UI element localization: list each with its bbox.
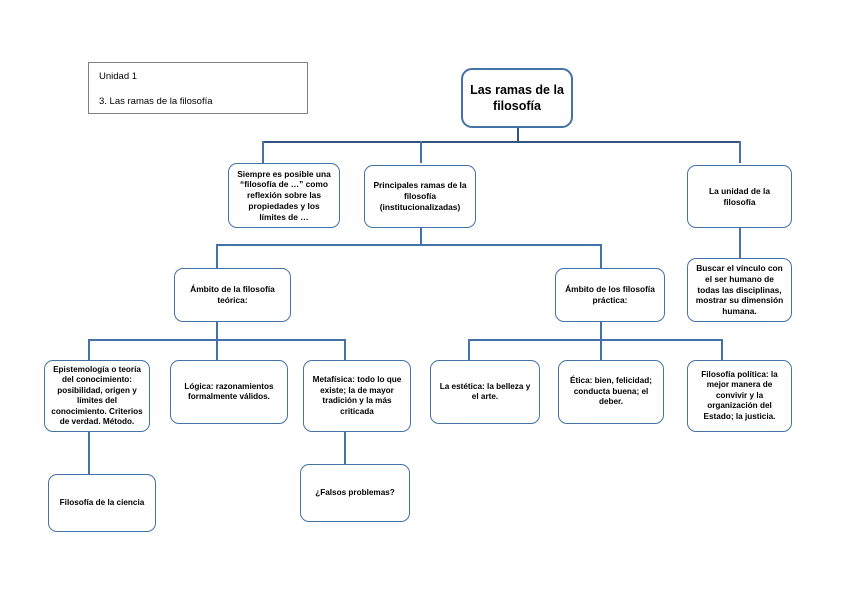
- node-filosofia-politica-label: Filosofía política: la mejor manera de c…: [701, 369, 778, 421]
- connector-to-siempre: [262, 141, 264, 163]
- node-logica-label: Lógica: razonamientos formalmente válido…: [184, 381, 274, 402]
- topic-label: 3. Las ramas de la filosofía: [99, 96, 213, 108]
- node-etica[interactable]: Ética: bien, felicidad; conducta buena; …: [558, 360, 664, 424]
- connector-level3-practica-bus: [468, 339, 722, 341]
- node-principales-ramas-label: Principales ramas de la filosofía (insti…: [373, 180, 467, 212]
- connector-to-politica: [721, 339, 723, 360]
- connector-to-unidad: [739, 141, 741, 163]
- node-buscar-vinculo-label: Buscar el vínculo con el ser humano de t…: [695, 263, 784, 317]
- node-ambito-practica-label: Ámbito de los filosofía práctica:: [565, 284, 655, 305]
- node-epistemologia[interactable]: Epistemología o teoría del conocimiento:…: [44, 360, 150, 432]
- connector-root-stem: [517, 128, 519, 143]
- connector-to-epistemologia: [88, 339, 90, 360]
- node-logica[interactable]: Lógica: razonamientos formalmente válido…: [170, 360, 288, 424]
- connector-teorica-stem: [216, 322, 218, 340]
- node-unidad-filosofia-label: La unidad de la filosofía: [709, 185, 770, 207]
- node-filosofia-politica[interactable]: Filosofía política: la mejor manera de c…: [687, 360, 792, 432]
- node-epistemologia-label: Epistemología o teoría del conocimiento:…: [51, 364, 143, 427]
- connector-level2-bus: [216, 244, 602, 246]
- connector-unidad-to-buscar: [739, 228, 741, 258]
- node-falsos-problemas-label: ¿Falsos problemas?: [315, 487, 395, 497]
- connector-epistemologia-to-ciencia: [88, 432, 90, 474]
- node-siempre-es-posible[interactable]: Siempre es posible una “filosofía de …” …: [228, 163, 340, 228]
- node-metafisica[interactable]: Metafísica: todo lo que existe; la de ma…: [303, 360, 411, 432]
- node-falsos-problemas[interactable]: ¿Falsos problemas?: [300, 464, 410, 522]
- node-buscar-vinculo[interactable]: Buscar el vínculo con el ser humano de t…: [687, 258, 792, 322]
- node-metafisica-label: Metafísica: todo lo que existe; la de ma…: [312, 375, 402, 416]
- connector-metafisica-to-falsos: [344, 432, 346, 464]
- node-ambito-practica[interactable]: Ámbito de los filosofía práctica:: [555, 268, 665, 322]
- connector-to-metafisica: [344, 339, 346, 360]
- connector-to-logica: [216, 339, 218, 360]
- unit-header-box: Unidad 1 3. Las ramas de la filosofía: [88, 62, 308, 114]
- node-estetica[interactable]: La estética: la belleza y el arte.: [430, 360, 540, 424]
- unit-label: Unidad 1: [99, 71, 138, 82]
- node-filosofia-ciencia[interactable]: Filosofía de la ciencia: [48, 474, 156, 532]
- node-filosofia-ciencia-label: Filosofía de la ciencia: [59, 497, 145, 507]
- connector-practica-stem: [600, 322, 602, 340]
- node-unidad-filosofia[interactable]: La unidad de la filosofía: [687, 165, 792, 228]
- node-principales-ramas[interactable]: Principales ramas de la filosofía (insti…: [364, 165, 476, 228]
- connector-to-ambito-teorica: [216, 244, 218, 268]
- node-etica-label: Ética: bien, felicidad; conducta buena; …: [570, 376, 652, 407]
- connector-level1-bus: [262, 141, 740, 143]
- node-ambito-teorica[interactable]: Ámbito de la filosofía teórica:: [174, 268, 291, 322]
- connector-principales-stem: [420, 228, 422, 245]
- connector-to-ambito-practica: [600, 244, 602, 268]
- connector-to-etica: [600, 339, 602, 360]
- connector-to-estetica: [468, 339, 470, 360]
- node-root-label: Las ramas de la filosofía: [470, 83, 564, 113]
- node-root[interactable]: Las ramas de la filosofía: [461, 68, 573, 128]
- connector-to-principales: [420, 141, 422, 163]
- node-siempre-es-posible-label: Siempre es posible una “filosofía de …” …: [237, 168, 331, 222]
- node-ambito-teorica-label: Ámbito de la filosofía teórica:: [190, 284, 275, 305]
- node-estetica-label: La estética: la belleza y el arte.: [439, 381, 531, 402]
